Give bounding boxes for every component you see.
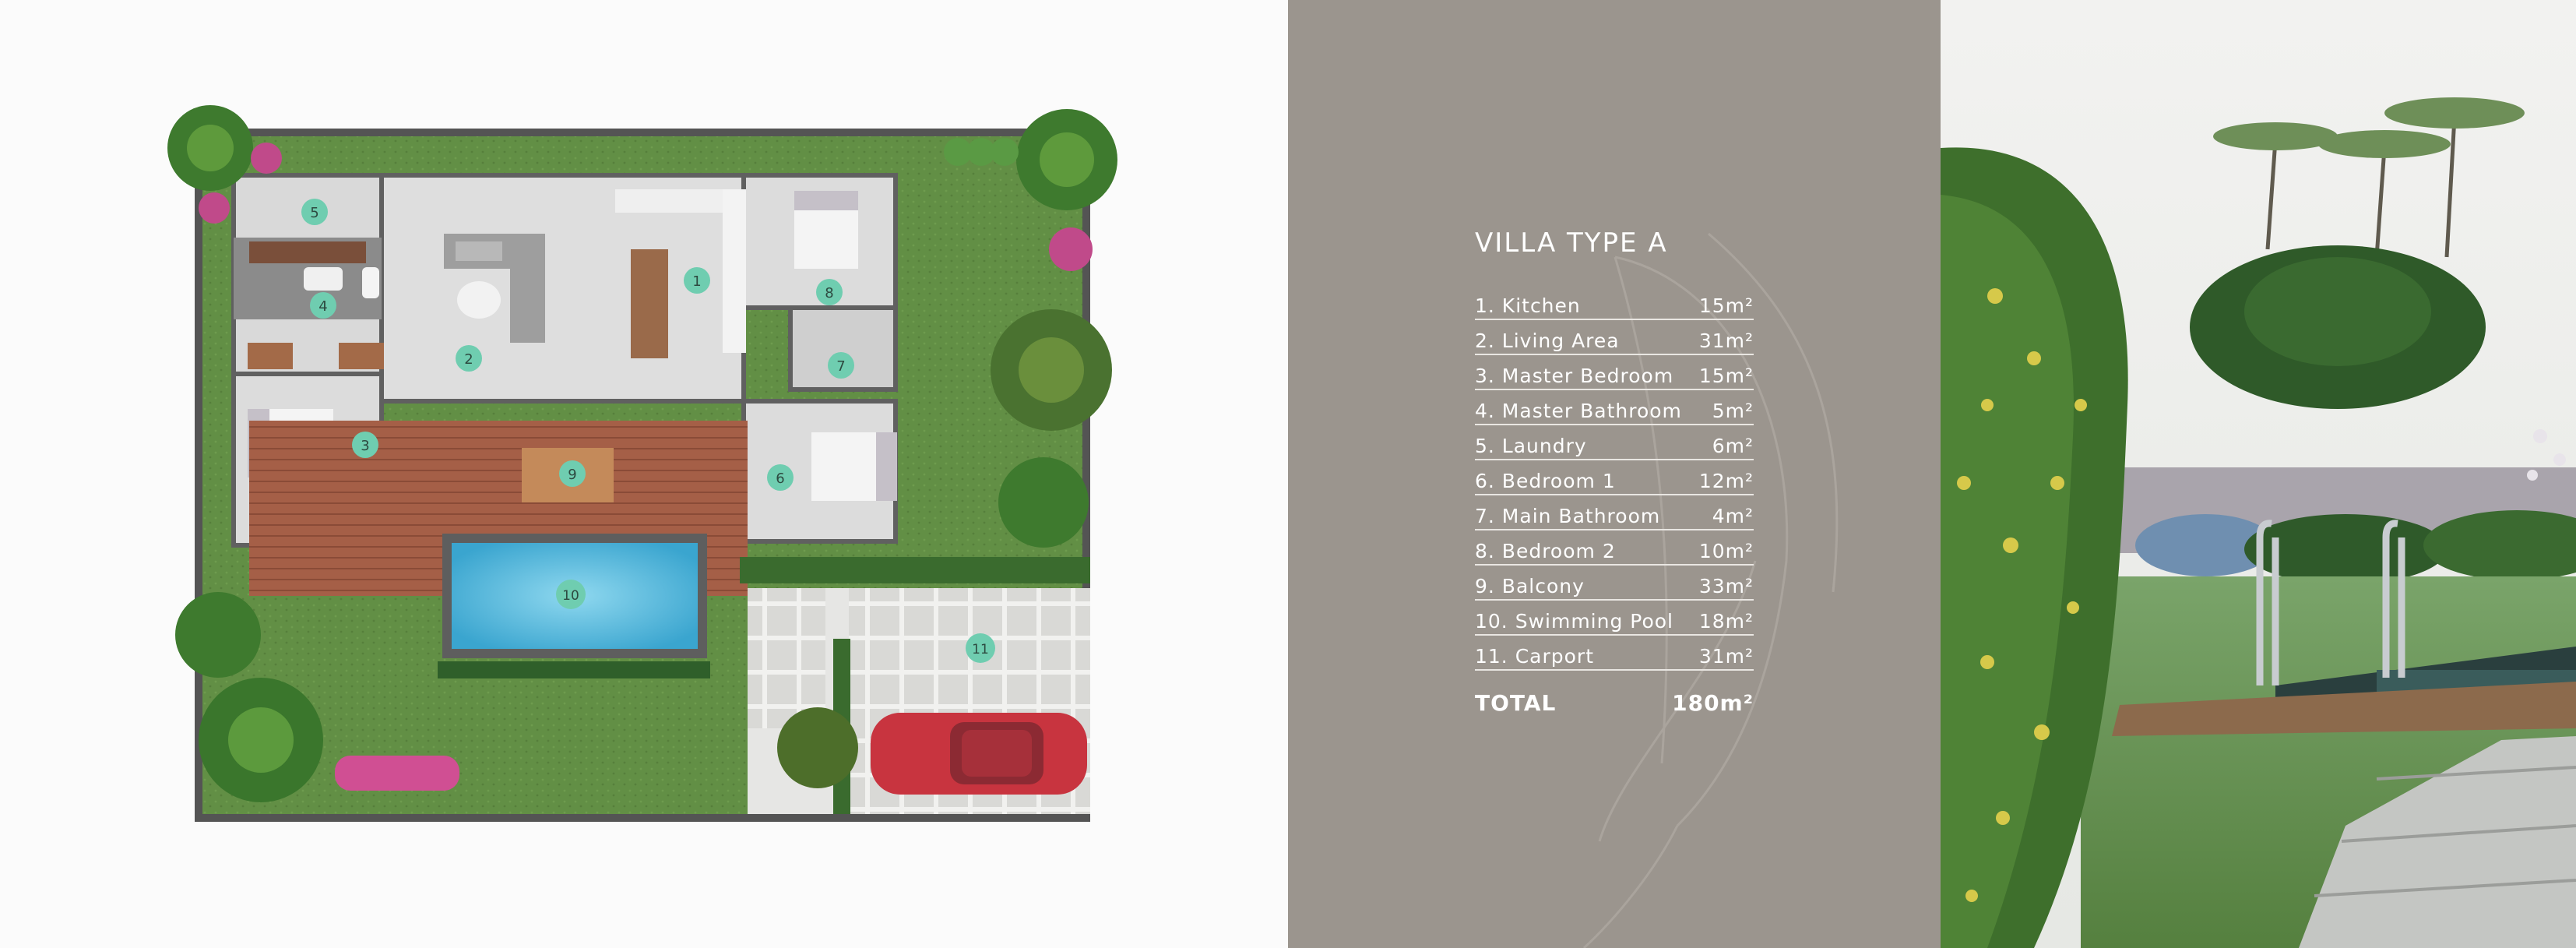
room-name: 7. Main Bathroom <box>1475 505 1661 527</box>
svg-text:5: 5 <box>310 205 318 221</box>
marker-8: 8 <box>816 279 843 305</box>
room-row: 5. Laundry 6m² <box>1475 425 1754 460</box>
svg-text:6: 6 <box>776 470 784 487</box>
total-label: TOTAL <box>1475 690 1557 716</box>
marker-6: 6 <box>767 464 794 491</box>
room-name: 4. Master Bathroom <box>1475 400 1682 422</box>
room-area: 5m² <box>1712 400 1754 422</box>
room-name: 9. Balcony <box>1475 575 1585 597</box>
total-row: TOTAL 180m² <box>1475 671 1754 716</box>
room-row: 2. Living Area 31m² <box>1475 320 1754 355</box>
marker-5: 5 <box>301 199 328 225</box>
svg-text:4: 4 <box>318 298 327 315</box>
room-area: 31m² <box>1698 330 1754 352</box>
red-car <box>871 713 1087 795</box>
leaf-watermark <box>1582 232 1839 948</box>
room-area: 15m² <box>1698 294 1754 317</box>
svg-text:7: 7 <box>836 358 845 375</box>
room-row: 4. Master Bathroom 5m² <box>1475 390 1754 425</box>
svg-text:11: 11 <box>972 642 989 657</box>
room-area: 6m² <box>1712 435 1754 457</box>
room-area: 15m² <box>1698 365 1754 387</box>
floor-plan: 1 2 3 4 5 6 7 8 9 10 11 <box>167 105 1117 822</box>
garden-pool-photo <box>1941 0 2576 948</box>
svg-text:2: 2 <box>464 351 473 368</box>
room-area: 12m² <box>1698 470 1754 492</box>
total-area: 180m² <box>1672 690 1754 716</box>
room-row: 7. Main Bathroom 4m² <box>1475 495 1754 530</box>
marker-1: 1 <box>684 267 710 294</box>
room-area: 18m² <box>1698 610 1754 633</box>
area-schedule-panel: VILLA TYPE A 1. Kitchen 15m² 2. Living Ar… <box>1288 0 1941 948</box>
room-name: 2. Living Area <box>1475 330 1620 352</box>
marker-9: 9 <box>559 460 586 487</box>
svg-text:1: 1 <box>692 273 701 290</box>
villa-title: VILLA TYPE A <box>1475 227 1668 259</box>
svg-text:8: 8 <box>825 285 833 301</box>
marker-10: 10 <box>556 580 586 609</box>
room-name: 10. Swimming Pool <box>1475 610 1674 633</box>
room-row: 11. Carport 31m² <box>1475 636 1754 671</box>
floor-plan-panel: 1 2 3 4 5 6 7 8 9 10 11 <box>167 105 1117 822</box>
room-row: 9. Balcony 33m² <box>1475 566 1754 601</box>
room-row: 3. Master Bedroom 15m² <box>1475 355 1754 390</box>
room-name: 11. Carport <box>1475 645 1595 668</box>
room-area: 10m² <box>1698 540 1754 562</box>
room-area: 4m² <box>1712 505 1754 527</box>
room-name: 8. Bedroom 2 <box>1475 540 1616 562</box>
room-row: 1. Kitchen 15m² <box>1475 285 1754 320</box>
svg-text:10: 10 <box>562 588 579 604</box>
marker-2: 2 <box>456 345 482 372</box>
room-area: 33m² <box>1698 575 1754 597</box>
room-area: 31m² <box>1698 645 1754 668</box>
marker-4: 4 <box>310 292 336 319</box>
front-hedge <box>740 557 1090 583</box>
svg-text:3: 3 <box>361 438 369 454</box>
pool-hedge <box>438 661 710 678</box>
tropical-plants <box>167 105 1117 802</box>
marker-3: 3 <box>352 432 378 458</box>
room-markers: 1 2 3 4 5 6 7 8 9 10 11 <box>301 199 995 663</box>
room-area-table: 1. Kitchen 15m² 2. Living Area 31m² 3. Mas… <box>1475 285 1754 716</box>
room-name: 5. Laundry <box>1475 435 1587 457</box>
svg-text:9: 9 <box>568 467 576 483</box>
garden-pool-image <box>1941 0 2576 948</box>
room-row: 8. Bedroom 2 10m² <box>1475 530 1754 566</box>
room-name: 1. Kitchen <box>1475 294 1581 317</box>
room-name: 3. Master Bedroom <box>1475 365 1674 387</box>
marker-7: 7 <box>828 352 854 379</box>
marker-11: 11 <box>966 633 995 663</box>
room-row: 10. Swimming Pool 18m² <box>1475 601 1754 636</box>
room-row: 6. Bedroom 1 12m² <box>1475 460 1754 495</box>
room-name: 6. Bedroom 1 <box>1475 470 1616 492</box>
